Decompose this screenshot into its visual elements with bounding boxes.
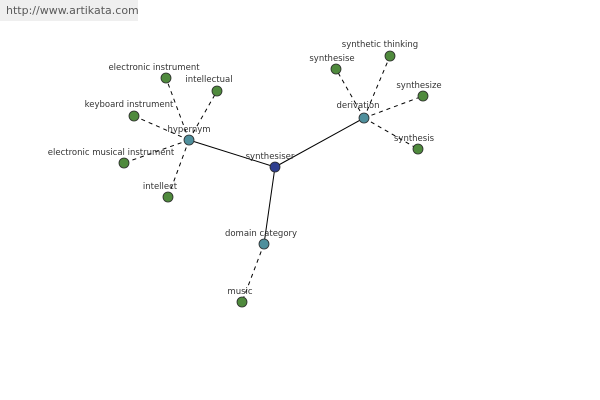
node-synthesis[interactable]: [412, 143, 424, 155]
label-domain-category: domain category: [225, 229, 297, 239]
label-synthetic-thinking: synthetic thinking: [342, 40, 418, 50]
label-keyboard-instrument: keyboard instrument: [85, 100, 174, 110]
edge-synthesiser-to-hypernym: [188, 139, 276, 168]
label-intellect: intellect: [143, 182, 178, 192]
node-electronic-musical-instrument[interactable]: [118, 157, 130, 169]
node-synthetic-thinking[interactable]: [384, 50, 396, 62]
edge-derivation-to-synthesis: [363, 117, 419, 150]
node-synthesise[interactable]: [330, 63, 342, 75]
node-intellect[interactable]: [162, 191, 174, 203]
edge-synthesiser-to-domain-category: [263, 166, 276, 245]
label-electronic-musical-instrument: electronic musical instrument: [48, 148, 175, 158]
edge-hypernym-to-electronic-instrument: [165, 77, 190, 141]
node-keyboard-instrument[interactable]: [128, 110, 140, 122]
node-music[interactable]: [236, 296, 248, 308]
url-banner: http://www.artikata.com: [0, 0, 139, 21]
node-hypernym[interactable]: [183, 134, 195, 146]
node-intellectual[interactable]: [211, 85, 223, 97]
node-derivation[interactable]: [358, 112, 370, 124]
label-hypernym: hypernym: [167, 125, 210, 135]
edge-synthesiser-to-derivation: [274, 117, 365, 168]
edge-derivation-to-synthetic-thinking: [363, 55, 391, 119]
label-synthesize: synthesize: [396, 81, 441, 91]
edge-domain-category-to-music: [241, 243, 265, 303]
node-domain-category[interactable]: [258, 238, 270, 250]
label-intellectual: intellectual: [185, 75, 232, 85]
node-electronic-instrument[interactable]: [160, 72, 172, 84]
label-synthesis: synthesis: [394, 134, 435, 144]
edges-layer: [123, 55, 424, 303]
edge-derivation-to-synthesize: [363, 95, 424, 119]
edge-hypernym-to-intellect: [167, 139, 190, 198]
label-synthesiser: synthesiser: [246, 152, 295, 162]
edge-hypernym-to-intellectual: [188, 90, 218, 141]
label-electronic-instrument: electronic instrument: [108, 63, 200, 73]
label-synthesise: synthesise: [309, 54, 354, 64]
label-derivation: derivation: [336, 101, 379, 111]
edge-hypernym-to-keyboard-instrument: [133, 115, 190, 141]
nodes-layer: [118, 50, 429, 308]
node-synthesiser[interactable]: [269, 161, 281, 173]
node-synthesize[interactable]: [417, 90, 429, 102]
label-music: music: [227, 287, 252, 297]
edge-derivation-to-synthesise: [335, 68, 365, 119]
url-link[interactable]: http://www.artikata.com: [6, 4, 139, 17]
edge-hypernym-to-electronic-musical-instrument: [123, 139, 190, 164]
labels-layer: synthesiser hypernym derivation domain cate…: [48, 40, 442, 297]
